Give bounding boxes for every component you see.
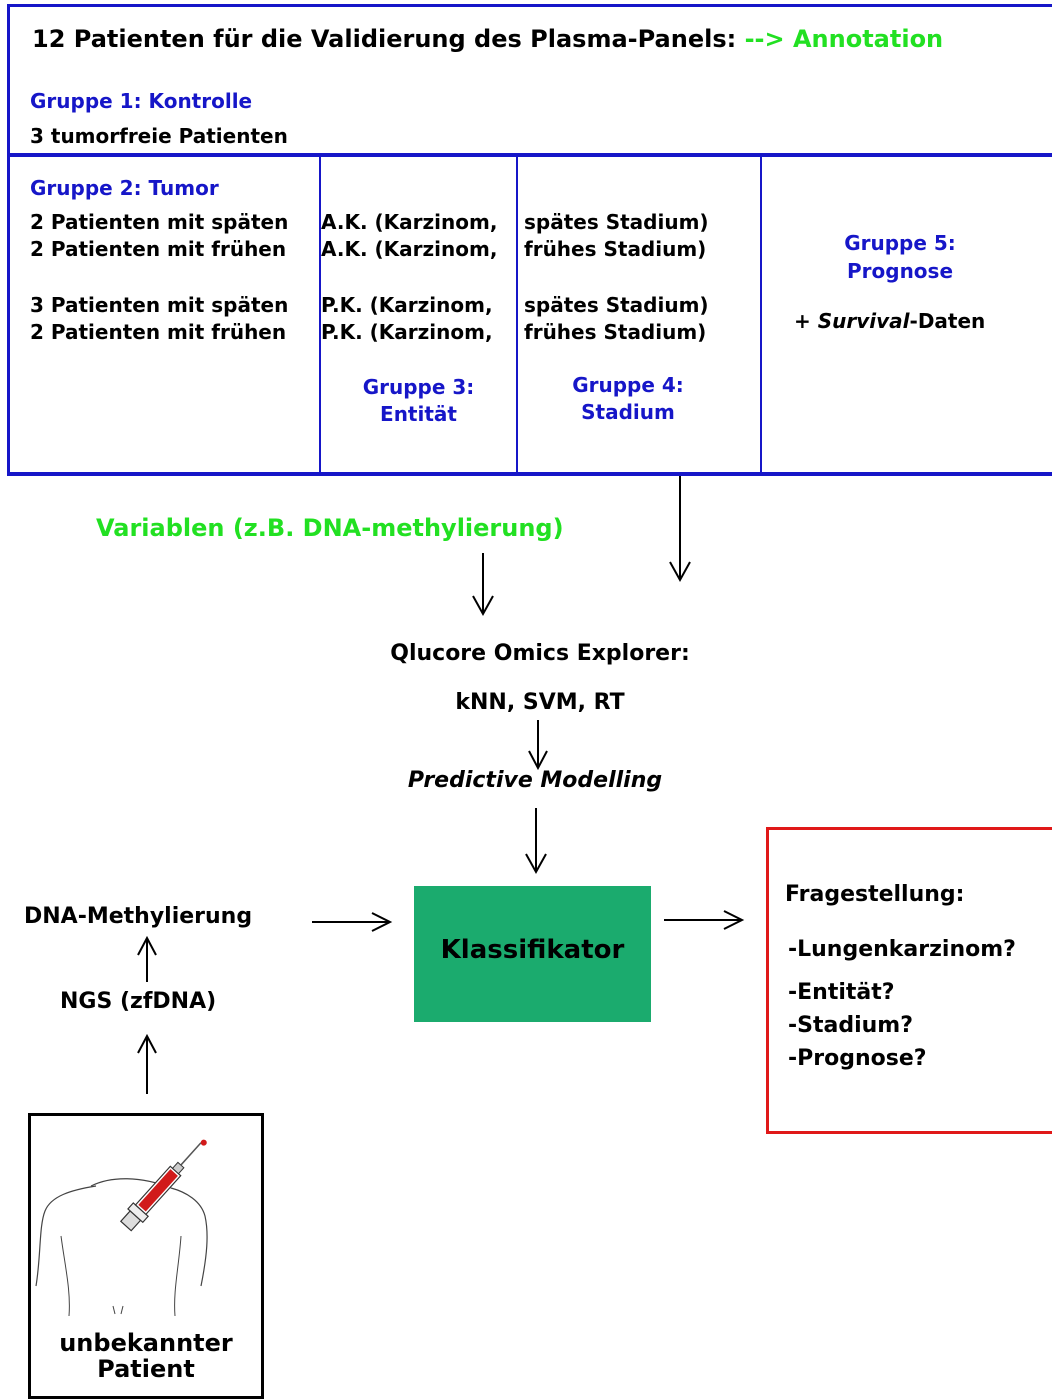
group2-row-count: 3 Patienten mit späten [30, 293, 289, 317]
group2-row-entity: P.K. (Karzinom, [321, 293, 493, 317]
arrow-to-classifier [525, 808, 547, 875]
software-label: Qlucore Omics Explorer: [390, 641, 690, 666]
patient-box: unbekannter Patient [28, 1113, 264, 1399]
classifier-box: Klassifikator [414, 886, 651, 1022]
classifier-label: Klassifikator [440, 935, 625, 965]
group2-row-stage: frühes Stadium) [524, 320, 707, 344]
arrow-patient-to-ngs [137, 1033, 157, 1094]
patient-line2: Patient [97, 1355, 195, 1383]
ngs-label: NGS (zfDNA) [60, 989, 217, 1014]
question-item: -Stadium? [788, 1013, 913, 1038]
survival-italic: Survival [817, 309, 910, 333]
predictive-modelling-text: Predictive Modelling [407, 768, 663, 793]
patient-body-icon [35, 1139, 208, 1317]
group2-row-entity: A.K. (Karzinom, [321, 210, 498, 234]
question-title: Fragestellung: [785, 882, 965, 907]
question-item: -Prognose? [788, 1046, 927, 1071]
group4-label: Gruppe 4: Stadium [528, 372, 728, 426]
predictive-modelling-label: Predictive Modelling [330, 768, 740, 793]
arrow-from-variables [472, 553, 494, 617]
group3-line2: Entität [380, 402, 457, 426]
patient-label: unbekannter Patient [31, 1330, 261, 1382]
survival-suffix: -Daten [909, 309, 986, 333]
group2-row-stage: frühes Stadium) [524, 237, 707, 261]
top-box-left-border [7, 4, 10, 476]
group2-title: Gruppe 2: Tumor [30, 176, 219, 200]
question-box [766, 827, 1052, 1134]
arrow-dna-to-classifier [312, 912, 393, 932]
group2-row-entity: P.K. (Karzinom, [321, 320, 493, 344]
group2-row-entity: A.K. (Karzinom, [321, 237, 498, 261]
top-box-bottom-border [7, 472, 1052, 476]
patient-line1: unbekannter [59, 1329, 233, 1357]
group2-row-stage: spätes Stadium) [524, 293, 709, 317]
annotation-label: --> Annotation [744, 25, 944, 53]
group1-title: Gruppe 1: Kontrolle [30, 89, 253, 113]
group1-text: 3 tumorfreie Patienten [30, 124, 288, 148]
arrow-from-panel [669, 476, 691, 583]
group5-line2: Prognose [846, 259, 954, 283]
group2-row-stage: spätes Stadium) [524, 210, 709, 234]
methods-label: kNN, SVM, RT [455, 690, 625, 715]
group3-label: Gruppe 3: Entität [321, 374, 516, 428]
group4-line2: Stadium [581, 400, 675, 424]
group4-divider [516, 157, 518, 472]
group5-divider [760, 157, 762, 472]
dna-methylation-label: DNA-Methylierung [24, 904, 253, 929]
group2-row-count: 2 Patienten mit frühen [30, 320, 287, 344]
arrow-ngs-to-dna [137, 935, 157, 982]
group3-divider [319, 157, 321, 472]
arrow-to-modelling [528, 720, 548, 771]
survival-prefix: + [794, 309, 818, 333]
group5-label: Gruppe 5: Prognose [800, 229, 1000, 285]
survival-data-label: + Survival-Daten [794, 309, 985, 333]
group3-line1: Gruppe 3: [362, 375, 475, 399]
top-box-top-border [8, 4, 1052, 7]
group2-row-count: 2 Patienten mit frühen [30, 237, 287, 261]
panel-title: 12 Patienten für die Validierung des Pla… [32, 25, 943, 53]
group4-line1: Gruppe 4: [572, 373, 684, 397]
arrow-classifier-to-questions [664, 910, 745, 930]
group2-row-count: 2 Patienten mit späten [30, 210, 289, 234]
panel-title-text: 12 Patienten für die Validierung des Pla… [32, 25, 737, 53]
variables-label: Variablen (z.B. DNA-methylierung) [96, 514, 564, 542]
question-item: -Entität? [788, 980, 895, 1005]
question-item: -Lungenkarzinom? [788, 937, 1016, 962]
group5-line1: Gruppe 5: [844, 231, 956, 255]
syringe-icon [119, 1139, 207, 1232]
group-divider-horizontal [7, 153, 1052, 157]
